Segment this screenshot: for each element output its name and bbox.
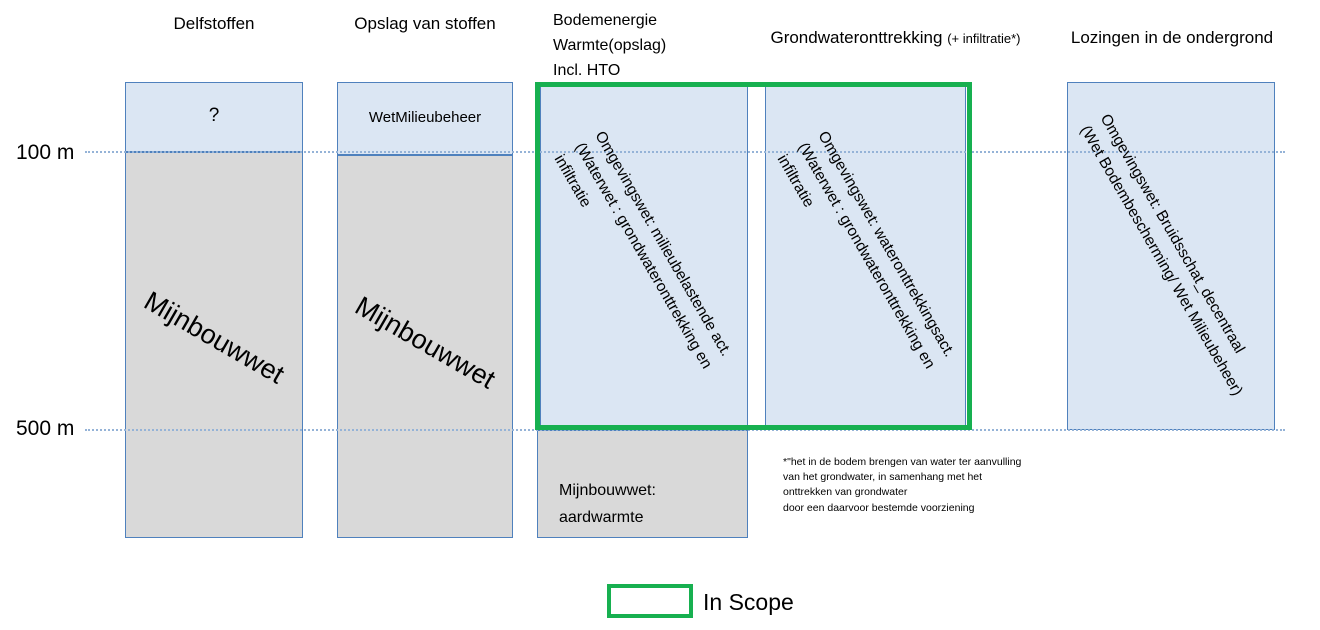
footnote-line1: *"het in de bodem brengen van water ter … [783,456,1022,468]
header-grondwater-small: (+ infiltratie*) [947,31,1021,46]
bodemenergie-bottom-line2: aardwarmte [559,509,644,527]
header-grondwater: Grondwateronttrekking (+ infiltratie*) [748,28,1043,48]
footnote-line4: door een daarvoor bestemde voorziening [783,501,975,514]
opslag-top-box: WetMilieubeheer [337,82,513,155]
delfstoffen-top-label: ? [208,105,220,126]
opslag-top-label: WetMilieubeheer [368,109,482,126]
opslag-law-box [337,155,513,538]
header-bodemenergie-line2: Warmte(opslag) [553,37,667,54]
header-bodemenergie-line1: Bodemenergie [553,12,658,29]
infiltratie-footnote: *"het in de bodem brengen van water ter … [783,455,1063,516]
depth-line-500m [85,429,1285,431]
bodemenergie-bottom-label: Mijnbouwwet: aardwarmte [559,477,656,531]
axis-label-100m: 100 m [16,141,75,164]
bodemenergie-law-box [540,84,748,430]
lozingen-law-box [1067,82,1275,430]
delfstoffen-law-box [125,152,303,538]
header-grondwater-main: Grondwateronttrekking [770,28,943,47]
header-delfstoffen: Delfstoffen [173,14,255,33]
footnote-line2: van het grondwater, in samenhang met het [783,471,983,484]
grondwater-law-box [765,84,966,430]
header-bodemenergie-line3: Incl. HTO [553,62,621,79]
depth-line-100m [85,151,1285,153]
delfstoffen-top-box: ? [125,82,303,152]
header-lozingen: Lozingen in de ondergrond [1070,28,1274,47]
bodemenergie-bottom-line1: Mijnbouwwet: [559,482,656,499]
axis-label-500m: 500 m [16,417,75,440]
footnote-line3: onttrekken van grondwater [783,486,908,499]
legend-scope-label: In Scope [703,589,794,615]
header-opslag: Opslag van stoffen [354,14,496,33]
legend-scope-swatch [607,584,693,618]
header-bodemenergie: Bodemenergie Warmte(opslag) Incl. HTO [553,8,666,83]
